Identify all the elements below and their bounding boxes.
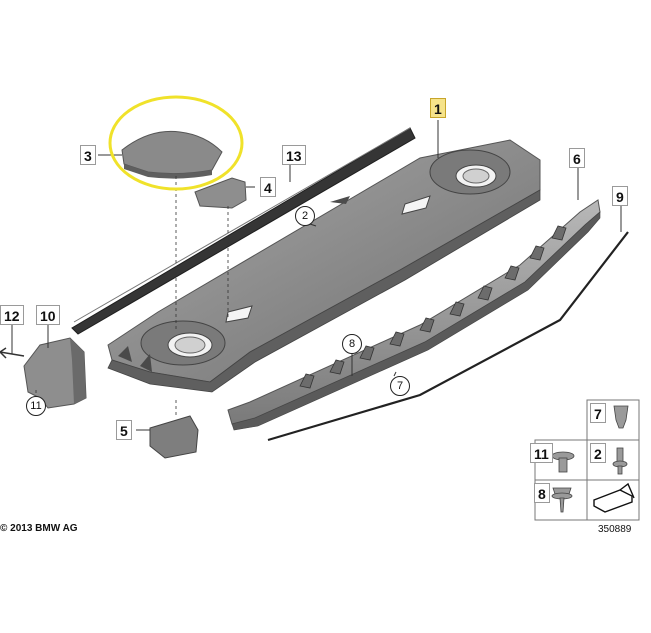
callout-4: 4 bbox=[260, 177, 276, 197]
fastener-icon-2 bbox=[612, 447, 628, 475]
bracket bbox=[194, 177, 247, 209]
side-trim bbox=[23, 337, 87, 409]
callout-7: 7 bbox=[390, 376, 410, 396]
copyright-text: © 2013 BMW AG bbox=[0, 523, 78, 534]
legend-label-2: 2 bbox=[590, 443, 606, 463]
callout-11: 11 bbox=[26, 396, 46, 416]
parcel-shelf bbox=[107, 139, 541, 393]
callout-13: 13 bbox=[282, 145, 306, 165]
end-cap bbox=[149, 415, 199, 459]
callout-1: 1 bbox=[430, 98, 446, 118]
callout-2: 2 bbox=[295, 206, 315, 226]
fastener-icon-8 bbox=[551, 487, 573, 513]
callout-12: 12 bbox=[0, 305, 24, 325]
legend-label-8: 8 bbox=[534, 483, 550, 503]
callout-9: 9 bbox=[612, 186, 628, 206]
callout-8: 8 bbox=[342, 334, 362, 354]
legend-label-11: 11 bbox=[530, 443, 553, 463]
cover-cap bbox=[121, 130, 223, 179]
callout-6: 6 bbox=[569, 148, 585, 168]
arrow-icon bbox=[593, 482, 635, 513]
seal-strip bbox=[71, 127, 416, 335]
callout-3: 3 bbox=[80, 145, 96, 165]
edge-protection-rod bbox=[267, 231, 629, 442]
callout-10: 10 bbox=[36, 305, 60, 325]
diagram-number: 350889 bbox=[598, 524, 632, 535]
callout-5: 5 bbox=[116, 420, 132, 440]
legend-label-7: 7 bbox=[590, 403, 606, 423]
fastener-icon-7 bbox=[613, 405, 629, 429]
highlight-ring bbox=[108, 95, 244, 191]
front-trim-strip bbox=[227, 199, 601, 431]
